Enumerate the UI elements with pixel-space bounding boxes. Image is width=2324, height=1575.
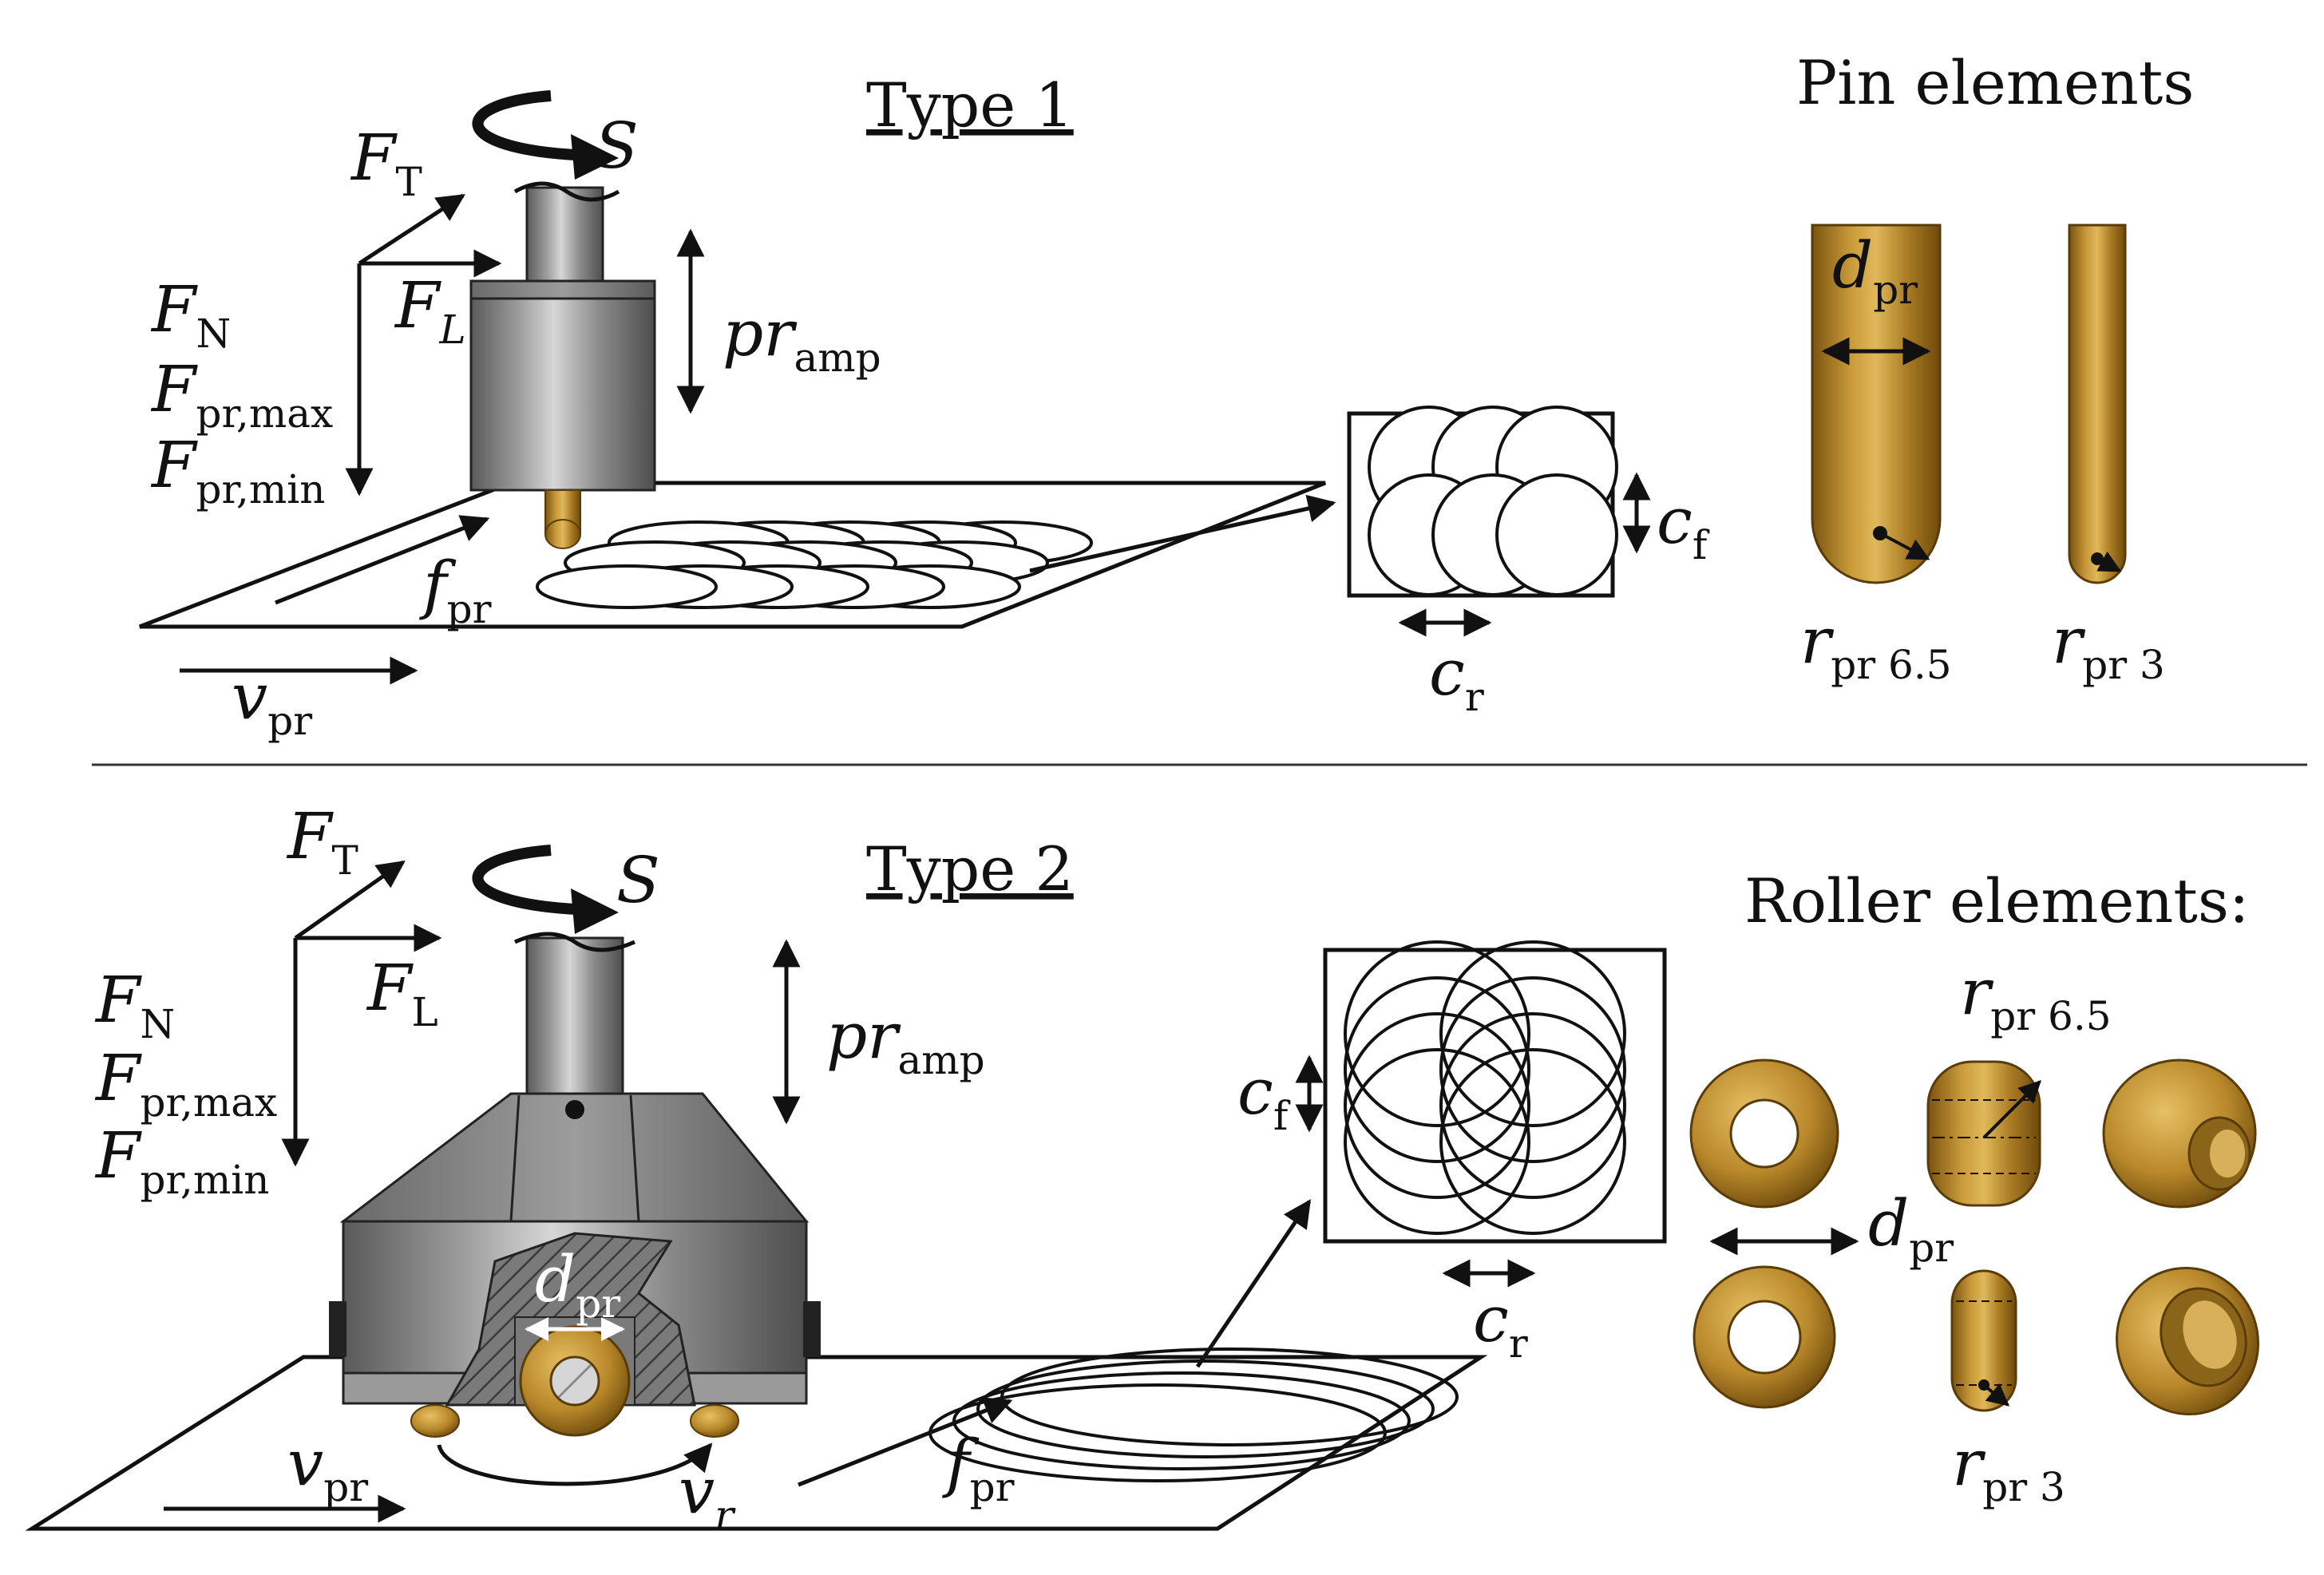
type2-tool (329, 932, 821, 1438)
type1-fn-label: FN (150, 272, 231, 357)
type1-rotation-arrow (472, 90, 596, 161)
pin-small (2068, 224, 2127, 584)
type1-title: Type 1 (866, 69, 1074, 140)
type2-tangential-force-arrow (294, 860, 406, 940)
roller-large-side (1926, 1060, 2041, 1207)
type1-tool (469, 181, 656, 549)
type1-cf-label: cf (1657, 484, 1710, 568)
type1-zoom-arrow (1029, 494, 1336, 573)
type2-fprmax-label: Fpr,max (94, 1041, 277, 1126)
pins-section: Pin elements dpr rpr 6.5 rpr 3 (1796, 47, 2194, 688)
type1-vpr-label: vpr (232, 659, 312, 744)
type2-cr-label: cr (1473, 1282, 1528, 1367)
type2-vpr-label: vpr (287, 1426, 368, 1510)
type2-dpr-inner-label: dpr (535, 1242, 620, 1327)
type2-title: Type 2 (866, 833, 1074, 904)
type2-rotation-arrowhead (571, 888, 619, 934)
pin-r-big-label: rpr 6.5 (1800, 603, 1952, 688)
type1-tangential-force-arrow (358, 193, 465, 266)
type2-cf-label: cf (1237, 1055, 1291, 1139)
pin-dpr-label: dpr (1832, 228, 1918, 313)
type2-vr-label: vr (679, 1454, 736, 1538)
type1-fpr-label: fpr (419, 548, 492, 632)
type1-fprmax-label: Fpr,max (150, 352, 333, 437)
roller-small-iso (2116, 1266, 2259, 1416)
type1-zoom-box (1347, 406, 1618, 598)
type1-fl-label: FL (394, 268, 466, 353)
type2-section: Type 2 (25, 799, 1667, 1538)
type2-workpiece-plane (25, 1355, 1488, 1531)
type1-rotation-arrowhead (571, 134, 619, 180)
pin-r-small-label: rpr 3 (2052, 603, 2165, 688)
type1-pramp-label: pramp (723, 296, 881, 381)
type2-fn-label: FN (94, 963, 175, 1047)
type2-fpr-label: fpr (942, 1426, 1015, 1510)
type2-zoom-box (1323, 940, 1667, 1244)
type2-fprmin-label: Fpr,min (94, 1118, 269, 1203)
type2-roller-velocity-arrow (437, 1442, 713, 1486)
rollers-title: Roller elements: (1744, 865, 2249, 936)
type1-section: Type 1 (139, 69, 1710, 744)
roller-r-small-label: rpr 3 (1952, 1426, 2065, 1510)
type2-zoom-arrow (1195, 1199, 1312, 1368)
type2-loop-pattern (928, 1347, 1459, 1482)
type2-ft-label: FT (286, 799, 358, 884)
type2-feed-arrow (798, 1397, 1013, 1487)
type1-workpiece-plane (139, 481, 1326, 629)
type2-pramp-label: pramp (826, 999, 985, 1083)
type1-feed-arrow (275, 515, 490, 605)
pin-large-radius-arrow (1879, 532, 1930, 560)
roller-small-front (1693, 1265, 1836, 1409)
type2-spin-label: S (616, 843, 660, 917)
roller-large-iso (2102, 1059, 2257, 1209)
type2-rotation-arrow (472, 845, 596, 916)
roller-dpr-label: dpr (1868, 1186, 1954, 1271)
rollers-section: Roller elements: rpr 6.5 dpr (1689, 865, 2259, 1510)
pins-title: Pin elements (1796, 47, 2194, 118)
roller-large-front (1689, 1059, 1839, 1209)
type1-fprmin-label: Fpr,min (150, 428, 325, 512)
roller-small-side (1950, 1269, 2017, 1412)
roller-r-big-label: rpr 6.5 (1960, 955, 2112, 1039)
type1-impact-pattern (536, 520, 1093, 609)
type1-ft-label: FT (350, 121, 422, 205)
type2-fl-label: FL (366, 951, 438, 1035)
type1-cr-label: cr (1429, 635, 1484, 720)
type1-spin-label: S (595, 109, 639, 183)
pin-small-radius-arrow (2096, 551, 2122, 572)
pin-large (1811, 224, 1942, 584)
